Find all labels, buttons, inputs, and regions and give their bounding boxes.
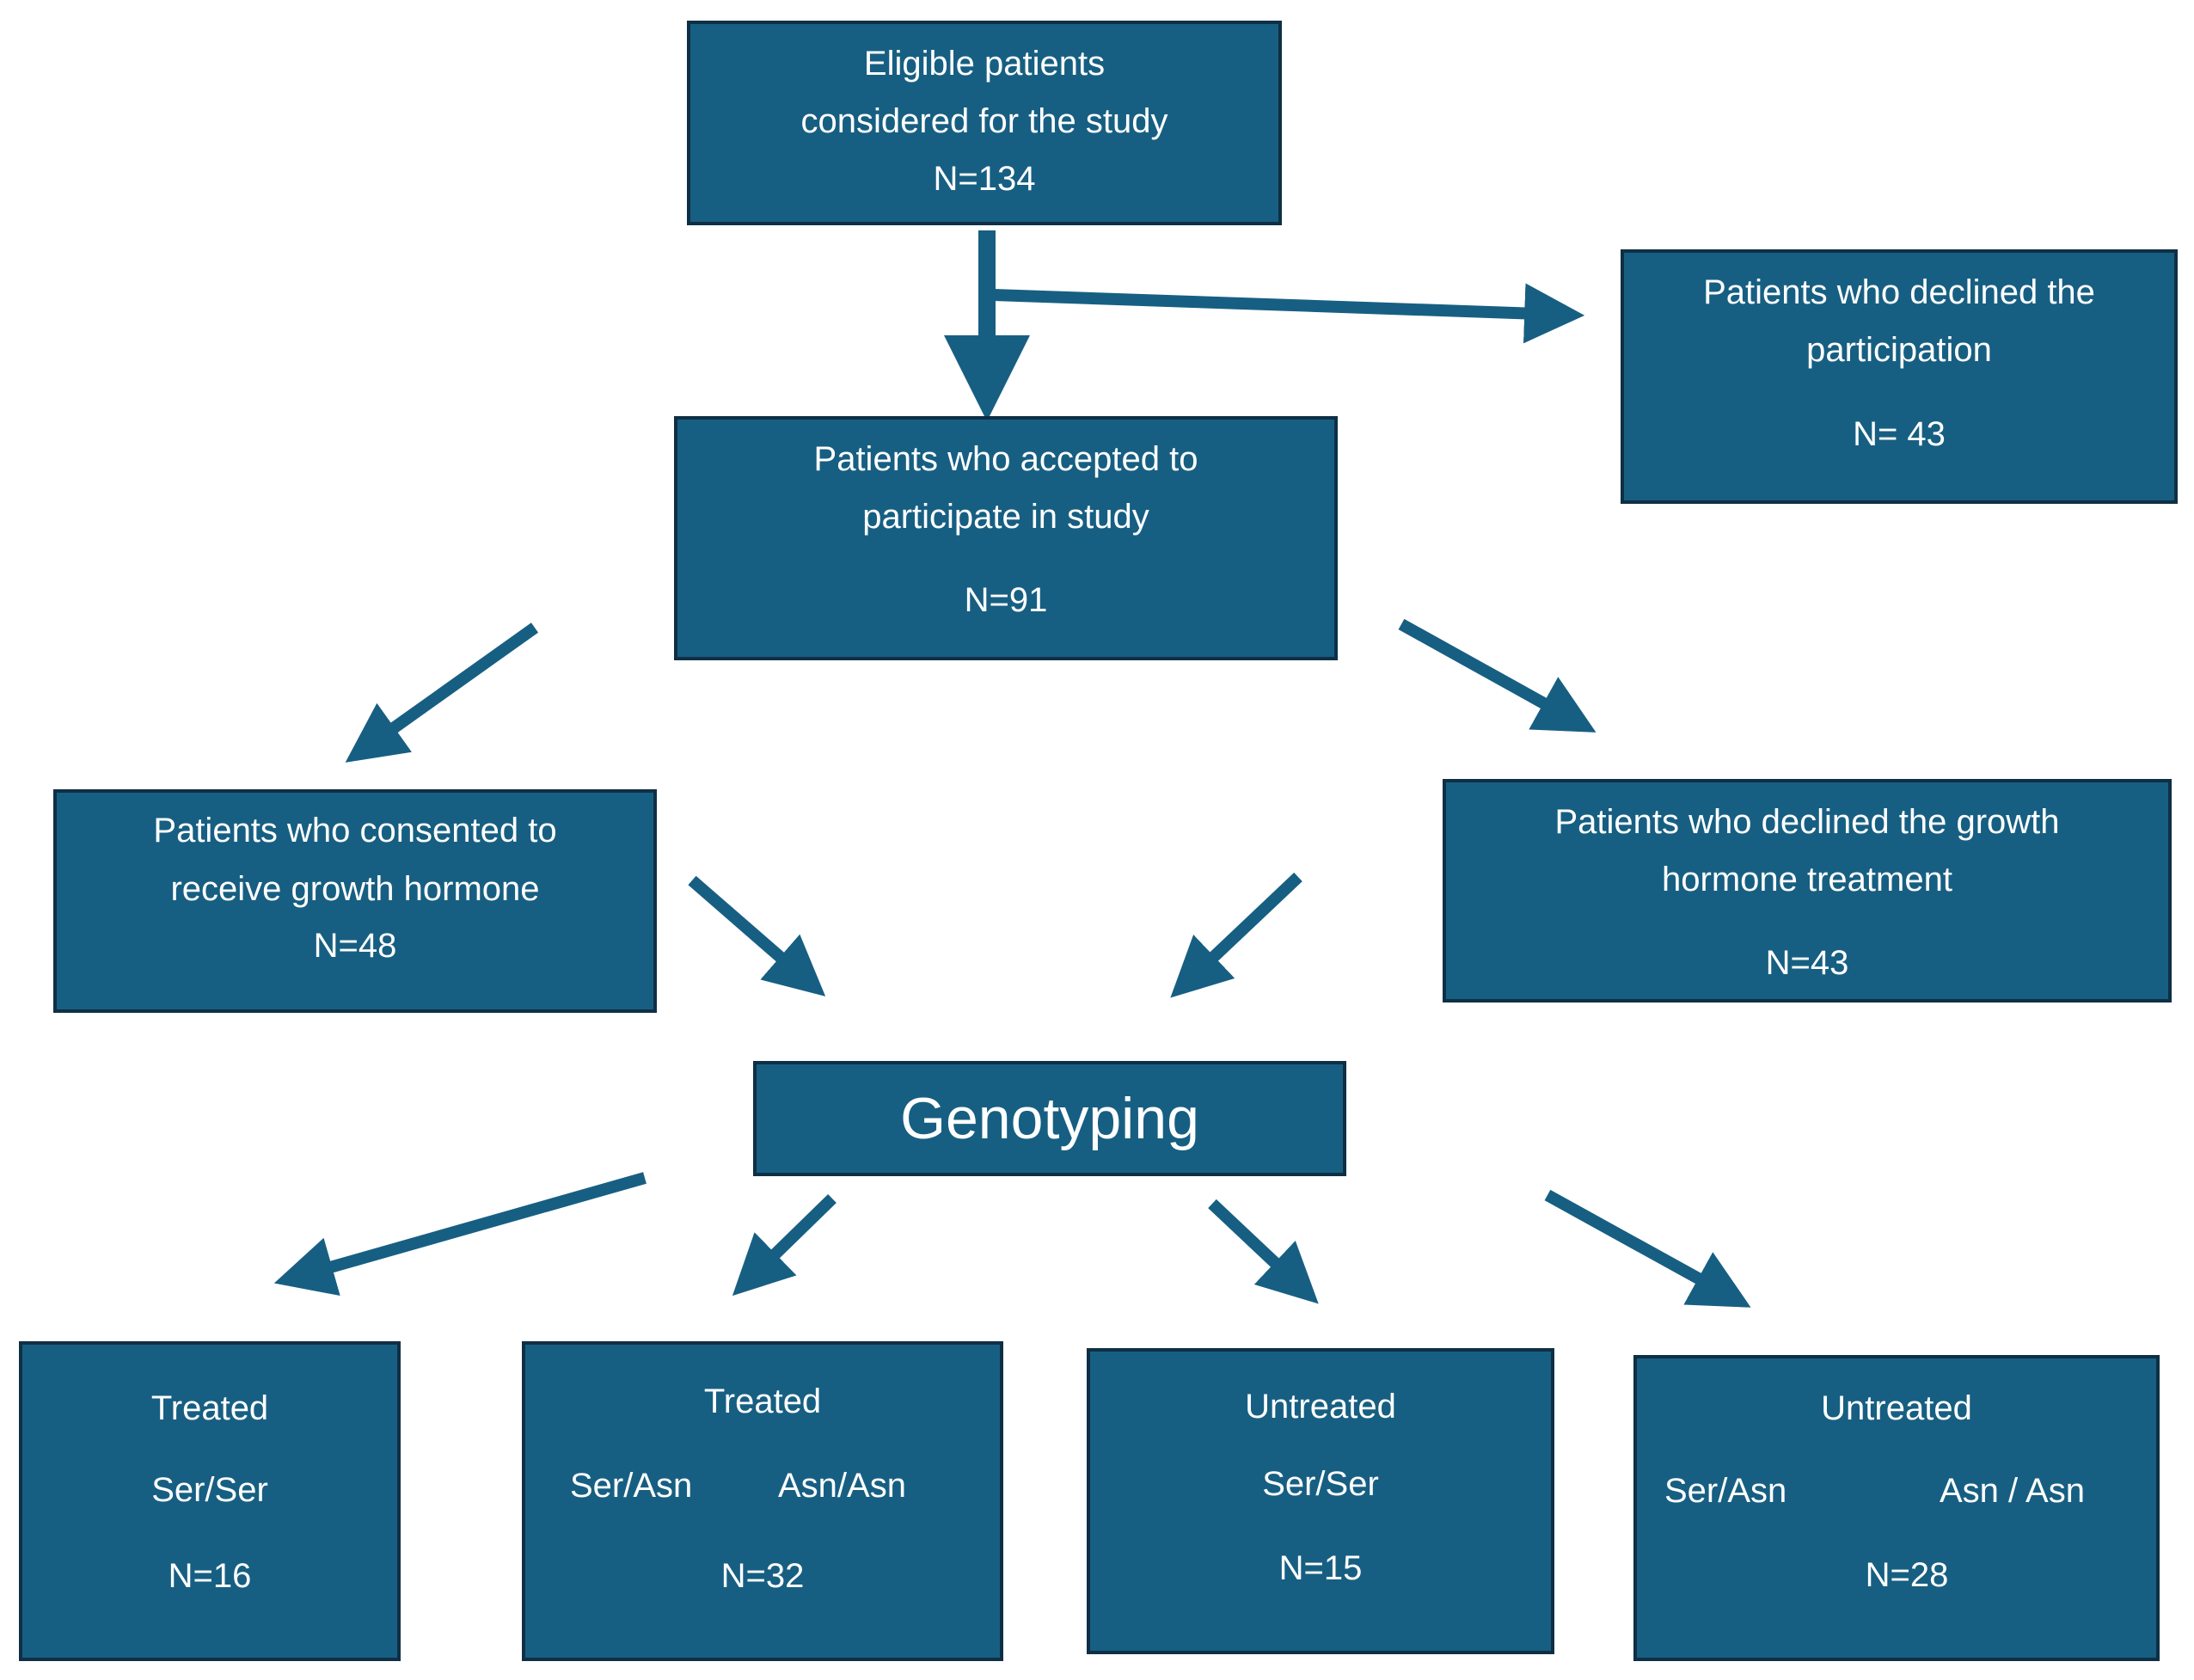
box-treated-ser-ser: Treated Ser/Ser N=16 xyxy=(19,1341,401,1661)
declined-participation-line1: Patients who declined the xyxy=(1703,273,2095,311)
arrow-to-consented xyxy=(345,622,539,763)
accepted-line2: participate in study xyxy=(862,498,1149,536)
box-treated-ser-asn: Treated Ser/Asn Asn/Asn N=32 xyxy=(522,1341,1003,1661)
eligible-count: N=134 xyxy=(933,160,1036,198)
arrow-to-untreated-ser-ser xyxy=(1208,1199,1319,1304)
accepted-count: N=91 xyxy=(964,581,1048,619)
declined-participation-line2: participation xyxy=(1806,331,1992,369)
consented-count: N=48 xyxy=(313,927,397,965)
box-consented-growth-hormone: Patients who consented to receive growth… xyxy=(53,789,657,1013)
genotyping-label: Genotyping xyxy=(900,1086,1199,1151)
treated-ser-asn-count: N=32 xyxy=(720,1557,805,1595)
arrow-declined-gh-to-genotyping xyxy=(1170,872,1302,998)
arrow-to-declined-participation xyxy=(993,283,1585,344)
arrow-consented-to-genotyping xyxy=(688,875,826,996)
declined-gh-line1: Patients who declined the growth xyxy=(1554,803,2060,841)
box-declined-participation: Patients who declined the participation … xyxy=(1621,249,2178,504)
arrow-to-declined-gh xyxy=(1398,618,1596,733)
arrow-to-untreated-ser-asn xyxy=(1544,1189,1751,1308)
arrow-to-treated-ser-asn xyxy=(732,1193,837,1297)
treated-genotype-asn-asn: Asn/Asn xyxy=(778,1467,906,1505)
eligible-line1: Eligible patients xyxy=(863,45,1106,83)
untreated-ser-ser-status: Untreated xyxy=(1245,1388,1396,1426)
untreated-genotype-ser-asn: Ser/Asn xyxy=(1664,1472,1787,1510)
untreated-ser-ser-count: N=15 xyxy=(1278,1549,1363,1587)
box-eligible-patients: Eligible patients considered for the stu… xyxy=(687,21,1282,225)
treated-ser-ser-genotype: Ser/Ser xyxy=(151,1471,268,1509)
box-declined-growth-hormone: Patients who declined the growth hormone… xyxy=(1443,779,2172,1002)
consented-line2: receive growth hormone xyxy=(170,870,540,908)
treated-ser-ser-count: N=16 xyxy=(168,1557,252,1595)
untreated-ser-asn-status: Untreated xyxy=(1821,1389,1972,1427)
untreated-ser-asn-count: N=28 xyxy=(1865,1556,1949,1594)
treated-ser-ser-status: Treated xyxy=(150,1389,269,1427)
box-untreated-ser-asn: Untreated Ser/Asn Asn / Asn N=28 xyxy=(1633,1355,2160,1661)
untreated-genotype-asn-asn: Asn / Asn xyxy=(1940,1472,2085,1510)
box-genotyping: Genotyping xyxy=(753,1061,1346,1176)
box-accepted: Patients who accepted to participate in … xyxy=(674,416,1338,660)
declined-gh-line2: hormone treatment xyxy=(1662,861,1952,898)
treated-ser-asn-status: Treated xyxy=(703,1383,822,1420)
declined-participation-count: N= 43 xyxy=(1853,415,1946,453)
box-untreated-ser-ser: Untreated Ser/Ser N=15 xyxy=(1087,1348,1554,1654)
arrow-to-treated-ser-ser xyxy=(273,1172,647,1297)
consented-line1: Patients who consented to xyxy=(153,812,557,849)
eligible-line2: considered for the study xyxy=(800,102,1168,140)
treated-genotype-ser-asn: Ser/Asn xyxy=(570,1467,693,1505)
declined-gh-count: N=43 xyxy=(1765,944,1849,982)
accepted-line1: Patients who accepted to xyxy=(813,440,1198,478)
untreated-ser-ser-genotype: Ser/Ser xyxy=(1262,1465,1379,1503)
